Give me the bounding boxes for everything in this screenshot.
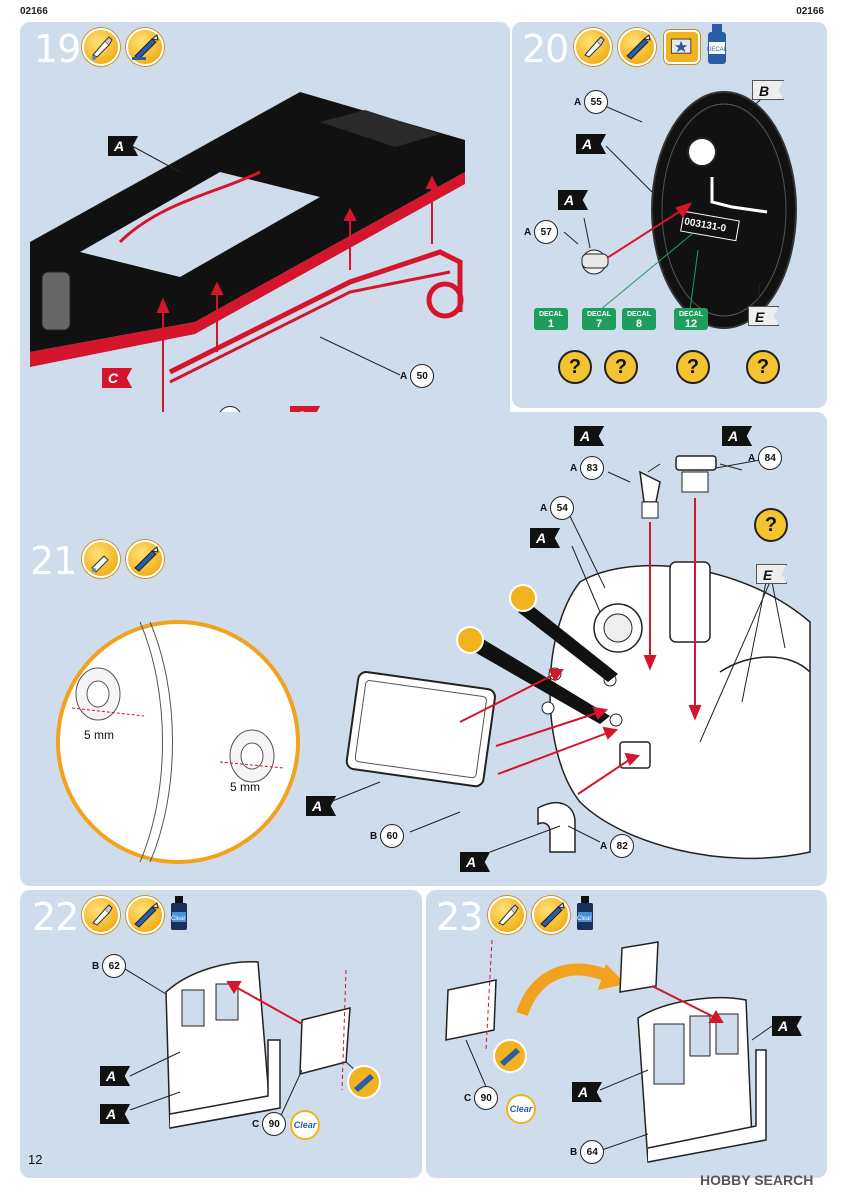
sprue-flag-a-5: A [460, 852, 491, 872]
drill-icon [82, 540, 120, 578]
clear-glue-bottle-icon [576, 896, 594, 930]
sprue-flag-a-2: A [100, 1104, 131, 1124]
step-number: 19 [34, 27, 81, 71]
cutting-knife-icon [126, 540, 164, 578]
cab-side-drawing [119, 961, 381, 1129]
sprue-flag-c: C [102, 368, 133, 388]
drill-depth-label-2: 5 mm [230, 780, 260, 794]
page-number: 12 [28, 1152, 43, 1167]
catalog-code-right: 02166 [796, 6, 824, 17]
step-21-panel: 21 [20, 412, 827, 886]
sprue-flag-a: A [574, 426, 605, 446]
cutting-knife-icon [532, 896, 570, 934]
watermark-logo: HOBBY SEARCH [700, 1172, 814, 1188]
clear-glue-badge: Clear [290, 1110, 320, 1140]
sprue-flag-a-3: A [530, 528, 561, 548]
bottle-label: Clear [577, 916, 592, 922]
paint-color-question: ? [754, 508, 788, 542]
glue-tube-icon [488, 896, 526, 934]
cab-rear-drawing [445, 939, 773, 1163]
sprue-flag-a-4: A [306, 796, 337, 816]
step-number: 22 [32, 895, 79, 939]
sprue-flag-a: A [576, 134, 607, 154]
step-20-panel: 20 DECAL 003131-0 [512, 22, 827, 408]
smokebox-door-drawing [563, 91, 797, 329]
sprue-flag-a: A [108, 136, 139, 156]
sprue-flag-a: A [100, 1066, 131, 1086]
step-number: 23 [436, 895, 483, 939]
glue-tube-icon [574, 28, 612, 66]
decal-soft-bottle-icon: DECAL [706, 24, 728, 66]
paint-color-question-4: ? [746, 350, 780, 384]
cutting-knife-icon [618, 28, 656, 66]
paint-color-question-1: ? [558, 350, 592, 384]
paint-color-question-2: ? [604, 350, 638, 384]
sprue-flag-a-2: A [722, 426, 753, 446]
step-number: 20 [522, 27, 569, 71]
glue-tube-icon [82, 896, 120, 934]
catalog-code-left: 02166 [20, 6, 48, 17]
glue-tube-icon [82, 28, 120, 66]
sprue-flag-a-2: A [572, 1082, 603, 1102]
sprue-flag-a-2: A [558, 190, 589, 210]
clear-glue-bottle-icon [170, 896, 188, 930]
boiler-front-drawing [56, 455, 811, 864]
bottle-label: Clear [171, 916, 186, 922]
cutting-knife-icon [126, 28, 164, 66]
drill-depth-label-1: 5 mm [84, 728, 114, 742]
step-number: 21 [30, 539, 77, 583]
cutting-knife-icon [126, 896, 164, 934]
svg-text:DECAL: DECAL [707, 47, 728, 53]
decal-star-icon [664, 30, 700, 64]
paint-color-question-3: ? [676, 350, 710, 384]
sprue-flag-e: E [756, 564, 788, 584]
sprue-flag-a: A [772, 1016, 803, 1036]
clear-glue-badge: Clear [506, 1094, 536, 1124]
